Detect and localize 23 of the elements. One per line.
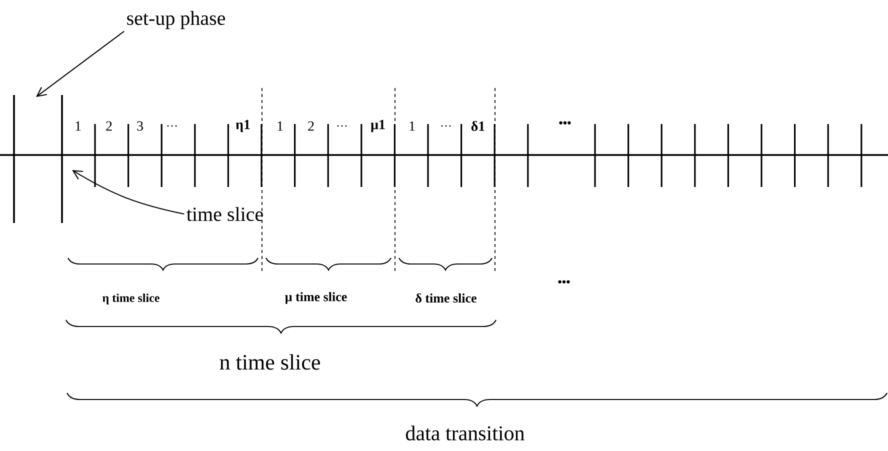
text-label: … [441, 125, 451, 127]
text-label: 1 [278, 121, 283, 131]
text-label: 2 [106, 121, 112, 131]
text-label: ••• [559, 121, 571, 124]
text-label: … [337, 125, 347, 127]
leader-arrow [72, 170, 184, 215]
text-label: 1 [410, 121, 415, 131]
text-label: 1 [76, 121, 81, 131]
text-label: μ1 [370, 120, 385, 132]
leader-arrow [36, 30, 124, 97]
text-label: set-up phase [127, 10, 226, 30]
text-label: time slice [186, 206, 263, 222]
text-label: … [167, 125, 177, 127]
text-label: data transition [406, 426, 524, 440]
text-label: 2 [308, 121, 314, 131]
text-label: η1 [236, 120, 250, 132]
text-label: δ time slice [416, 293, 476, 303]
text-label: n time slice [220, 354, 320, 370]
text-label: μ time slice [285, 292, 347, 304]
text-label: η time slice [102, 294, 160, 304]
text-label: ••• [558, 280, 570, 284]
text-label: 3 [137, 121, 143, 131]
text-label: δ1 [471, 121, 484, 131]
